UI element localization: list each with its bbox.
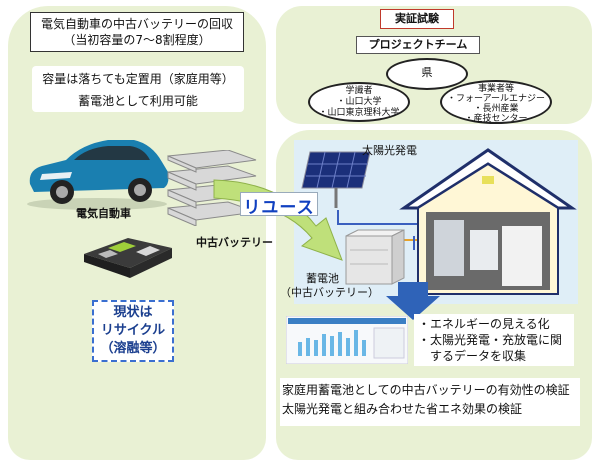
result-line1: 家庭用蓄電池としての中古バッテリーの有効性の検証: [282, 383, 570, 397]
recovery-header: 電気自動車の中古バッテリーの回収 （当初容量の7～8割程度）: [30, 12, 244, 52]
result-box: 家庭用蓄電池としての中古バッテリーの有効性の検証 太陽光発電と組み合わせた省エネ…: [280, 378, 580, 426]
storage-battery-image: [345, 229, 405, 285]
result-line2: 太陽光発電と組み合わせた省エネ効果の検証: [282, 402, 523, 416]
house-image: [399, 148, 577, 295]
bullet-visualization: ・エネルギーの見える化: [418, 317, 550, 331]
prefecture-label: 県: [421, 66, 433, 79]
business-item-3: ・産技センター: [464, 114, 528, 124]
business-item-1: ・フォーアールエナジー: [446, 94, 546, 104]
reuse-label-box: リユース: [240, 192, 318, 218]
bullet-data-1: ・太陽光発電・充放電に関: [418, 333, 563, 347]
storage-label-line2: （中古バッテリー）: [280, 286, 379, 299]
prefecture-node: 県: [386, 58, 468, 90]
status-line1: 現状は: [113, 305, 153, 320]
demo-title: 実証試験: [380, 9, 454, 29]
solar-panel-image: [301, 151, 371, 208]
recovery-header-line1: 電気自動車の中古バッテリーの回収: [40, 17, 233, 31]
reuse-label: リユース: [243, 198, 315, 218]
business-item-2: ・長州産業: [473, 104, 519, 114]
down-arrow: [386, 282, 440, 320]
project-team-label: プロジェクトチーム: [356, 36, 480, 54]
business-title: 事業者等: [477, 84, 514, 94]
monitor-screen-image: [286, 316, 408, 364]
status-box: 現状は リサイクル （溶融等）: [92, 300, 174, 362]
solar-label: 太陽光発電: [362, 144, 417, 157]
battery-pack-image: [84, 238, 172, 278]
reuse-info-box: 容量は落ちても定置用（家庭用等） 蓄電池として利用可能: [32, 66, 244, 112]
academia-node: 学識者 ・山口大学 ・山口東京理科大学: [308, 82, 410, 122]
storage-label-line1: 蓄電池: [306, 272, 339, 285]
electric-car-image: [27, 140, 169, 210]
reuse-arrow: [213, 179, 343, 261]
business-node: 事業者等 ・フォーアールエナジー ・長州産業 ・産技センター: [440, 80, 552, 124]
academia-title: 学識者: [345, 86, 373, 96]
used-battery-label: 中古バッテリー: [196, 236, 273, 249]
status-line2: リサイクル: [100, 323, 166, 338]
bullet-box: ・エネルギーの見える化 ・太陽光発電・充放電に関 するデータを収集: [414, 314, 574, 366]
bullet-data-2: するデータを収集: [418, 349, 527, 363]
reuse-info-line2: 蓄電池として利用可能: [78, 94, 198, 108]
ev-label: 電気自動車: [76, 207, 131, 220]
academia-item-2: ・山口東京理科大学: [318, 108, 400, 118]
recovery-header-line2: （当初容量の7～8割程度）: [63, 33, 211, 47]
academia-item-1: ・山口大学: [336, 97, 382, 107]
status-line3: （溶融等）: [100, 341, 166, 356]
reuse-info-line1: 容量は落ちても定置用（家庭用等）: [42, 72, 234, 86]
